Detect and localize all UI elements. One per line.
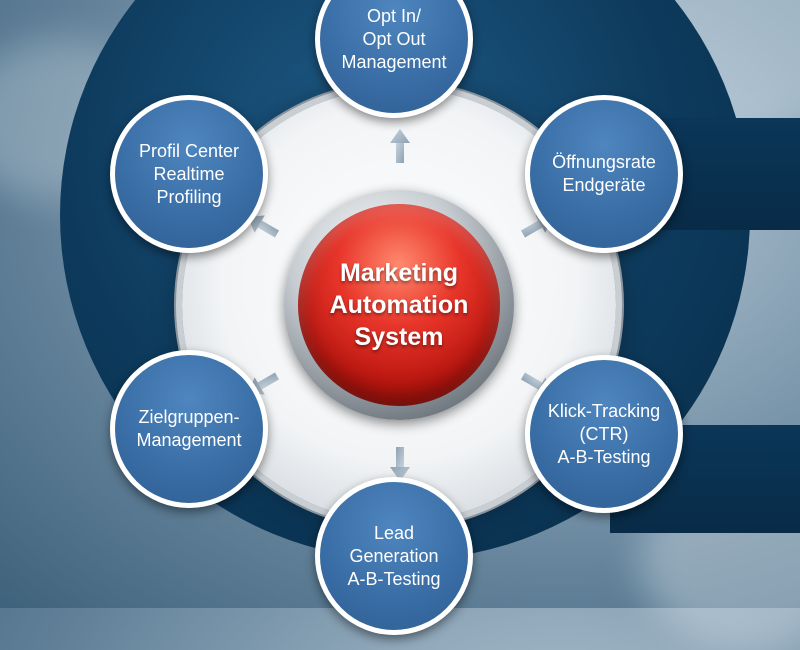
node-label-line: Profiling [156, 186, 222, 207]
arrow-bottom [390, 447, 410, 481]
node-label-line: Opt Out [362, 28, 426, 49]
node-zielgruppen-management: Zielgruppen- Management [110, 350, 268, 508]
node-label-line: A-B-Testing [347, 568, 441, 589]
node-lead-generation: Lead Generation A-B-Testing [315, 477, 473, 635]
center-title-line: System [354, 323, 444, 351]
node-label-line: Realtime [153, 163, 225, 184]
node-label-line: Management [341, 51, 447, 72]
node-label-line: Generation [349, 545, 439, 566]
node-label-line: Profil Center [138, 140, 240, 161]
node-label-line: Klick-Tracking [547, 400, 661, 421]
node-label-line: Management [136, 430, 242, 450]
node-label-line: Endgeräte [562, 175, 646, 195]
node-label-line: Lead [373, 522, 415, 543]
center-node: Marketing Automation System [298, 204, 500, 406]
node-oeffnungsrate: Öffnungsrate Endgeräte [525, 95, 683, 253]
node-label-line: (CTR) [579, 423, 629, 444]
node-klick-tracking: Klick-Tracking (CTR) A-B-Testing [525, 355, 683, 513]
center-title-line: Marketing [339, 259, 459, 287]
center-title-line: Automation [329, 291, 469, 319]
node-label-line: Opt In/ [366, 5, 422, 26]
node-label-line: Öffnungsrate [552, 152, 656, 172]
node-label-line: A-B-Testing [557, 446, 651, 467]
node-profil-center: Profil Center Realtime Profiling [110, 95, 268, 253]
node-label-line: Zielgruppen- [138, 407, 240, 427]
arrow-top [390, 129, 410, 163]
